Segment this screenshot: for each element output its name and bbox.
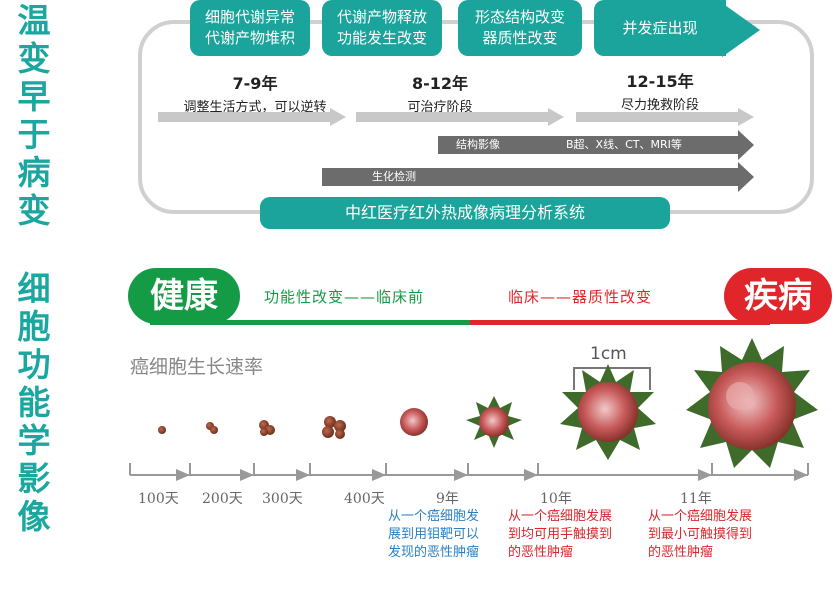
detect-bar-head: [738, 162, 754, 192]
side-title-char: 细: [17, 269, 51, 308]
note-mammography: 从一个癌细胞发 展到用钼靶可以 发现的恶性肿瘤: [388, 508, 479, 562]
note-line: 的恶性肿瘤: [508, 545, 574, 560]
cell-stage-3: [259, 420, 275, 436]
period-arrow-1: [158, 108, 346, 126]
health-bar-green: [150, 320, 470, 325]
period-arrows: [158, 108, 754, 126]
functional-change-label: 功能性改变——临床前: [264, 286, 424, 307]
side-title-char: 像: [17, 497, 51, 536]
timeline-axis: [129, 463, 809, 481]
functional-change-text: 功能性改变——临床前: [264, 288, 425, 306]
health-pill-text: 健康: [150, 276, 218, 316]
cell-stage-4: [322, 416, 346, 439]
stage-line: 细胞代谢异常: [204, 8, 295, 26]
detect-bar-structural: 结构影像 B超、X线、CT、MRI等: [438, 136, 738, 154]
health-pill: 健康: [128, 268, 240, 324]
scale-label: 1cm: [590, 344, 627, 364]
cell-stage-7: [560, 364, 656, 460]
period-years: 7-9年: [232, 74, 278, 93]
system-label-box: 中红医疗红外热成像病理分析系统: [260, 197, 670, 229]
note-line: 到最小可触摸得到: [648, 527, 753, 542]
period-arrow-2: [356, 108, 564, 126]
detect-label: 生化检测: [372, 170, 416, 183]
side-title-char: 变: [17, 39, 51, 78]
stage-line: 代谢产物堆积: [204, 29, 295, 47]
tumor-growth-illustration: [158, 338, 818, 468]
stage-line: 形态结构改变: [474, 8, 565, 26]
side-title-char: 温: [17, 1, 51, 40]
tick-400d: 400天: [344, 491, 385, 507]
detect-label: 结构影像: [456, 138, 500, 151]
stage-box-2: 代谢产物释放 功能发生改变: [322, 0, 442, 56]
side-title-char: 于: [17, 115, 51, 154]
disease-pill-text: 疾病: [744, 276, 812, 316]
stage-line: 功能发生改变: [336, 29, 427, 47]
note-min-palpable: 从一个癌细胞发展 到最小可触摸得到 的恶性肿瘤: [648, 508, 752, 562]
tick-100d: 100天: [138, 491, 179, 507]
detect-bar-biochem: 生化检测: [322, 168, 738, 186]
side-title-char: 早: [17, 77, 51, 116]
side-title-char: 胞: [17, 307, 51, 346]
side-title-char: 能: [17, 383, 51, 422]
side-title-char: 影: [17, 459, 51, 498]
growth-title: 癌细胞生长速率: [130, 352, 263, 379]
stage-line: 代谢产物释放: [336, 8, 427, 26]
period-years: 12-15年: [626, 72, 694, 91]
system-label: 中红医疗红外热成像病理分析系统: [344, 203, 585, 222]
period-2: 8-12年 可治疗阶段: [370, 70, 510, 115]
period-label: 尽力挽救阶段: [620, 98, 699, 113]
cell-stage-8: [686, 338, 818, 468]
note-line: 展到用钼靶可以: [388, 527, 480, 542]
note-line: 从一个癌细胞发展: [508, 509, 613, 524]
health-bar-red: [470, 320, 770, 325]
side-title-char: 病: [17, 153, 51, 192]
disease-pill: 疾病: [724, 268, 832, 324]
tick-9y: 9年: [436, 491, 459, 507]
note-line: 到均可用手触摸到: [508, 527, 613, 542]
cell-stage-1: [158, 426, 166, 434]
stage-line: 器质性改变: [482, 29, 558, 47]
side-title-top: 温 变 早 于 病 变: [14, 2, 54, 230]
cell-stage-5: [400, 408, 428, 436]
period-3: 12-15年 尽力挽救阶段: [590, 68, 730, 113]
period-label: 可治疗阶段: [407, 100, 473, 115]
tick-200d: 200天: [202, 491, 243, 507]
detect-note: B超、X线、CT、MRI等: [566, 138, 682, 151]
organic-change-text: 临床——器质性改变: [508, 288, 653, 306]
stage-box-4: 并发症出现: [594, 0, 726, 56]
scale-bracket: [573, 367, 651, 390]
period-1: 7-9年 调整生活方式，可以逆转: [150, 70, 360, 115]
period-years: 8-12年: [411, 74, 469, 93]
tick-10y: 10年: [540, 491, 572, 507]
note-line: 的恶性肿瘤: [648, 545, 714, 560]
scale-label-text: 1cm: [590, 344, 627, 364]
side-title-char: 功: [17, 345, 51, 384]
note-palpable: 从一个癌细胞发展 到均可用手触摸到 的恶性肿瘤: [508, 508, 612, 562]
stage-box-3: 形态结构改变 器质性改变: [458, 0, 582, 56]
cell-stage-6: [466, 396, 522, 448]
growth-title-text: 癌细胞生长速率: [130, 356, 264, 378]
note-line: 发现的恶性肿瘤: [388, 545, 480, 560]
tick-300d: 300天: [262, 491, 303, 507]
side-title-bottom: 细 胞 功 能 学 影 像: [14, 270, 54, 536]
note-line: 从一个癌细胞发展: [648, 509, 753, 524]
note-line: 从一个癌细胞发: [388, 509, 480, 524]
detect-bar-head: [738, 130, 754, 160]
period-label: 调整生活方式，可以逆转: [183, 100, 327, 115]
period-arrow-3: [576, 108, 754, 126]
tick-11y: 11年: [680, 491, 712, 507]
side-title-char: 学: [17, 421, 51, 460]
cell-stage-2: [206, 422, 218, 434]
side-title-char: 变: [17, 191, 51, 230]
stage-box-1: 细胞代谢异常 代谢产物堆积: [190, 0, 310, 56]
organic-change-label: 临床——器质性改变: [508, 286, 652, 307]
stage-line: 并发症出现: [622, 18, 698, 37]
